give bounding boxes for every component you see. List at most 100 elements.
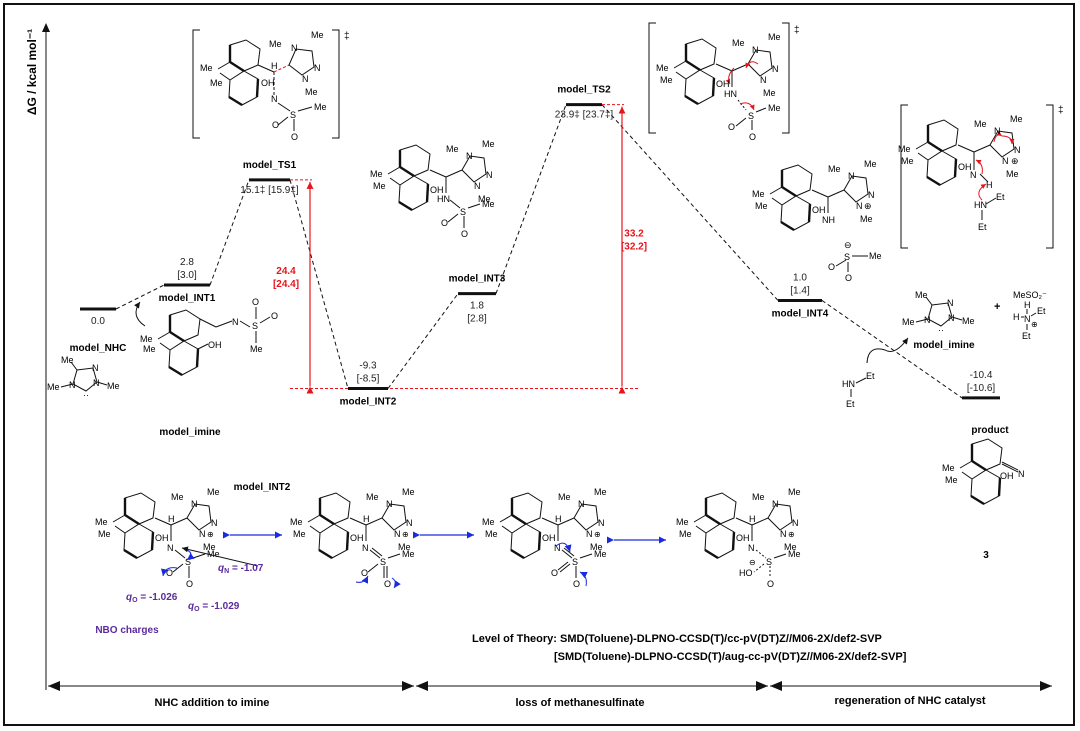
barrier-value: 24.4 (276, 266, 296, 277)
atom-label: Me (915, 290, 928, 300)
atom-label: N (191, 499, 198, 509)
ts2-structure: ‡ Me Me OH HN S Me O O Me (648, 22, 800, 142)
atom-label: N (474, 181, 481, 191)
atom-label: O (749, 132, 756, 142)
energy-value-alt: [1.4] (790, 285, 810, 296)
profile-connector (821, 300, 963, 399)
atom-label: OH (261, 78, 275, 88)
atom-label: H (555, 514, 562, 524)
atom-label: S (185, 557, 191, 567)
atom-label: Me (314, 102, 327, 112)
state-label: model_INT3 (449, 274, 506, 285)
atom-label: Me (140, 334, 153, 344)
atom-label: Me (594, 487, 607, 497)
atom-label: N (772, 64, 779, 74)
atom-label: OH (958, 162, 972, 172)
atom-label: N (586, 529, 593, 539)
state-label: model_TS2 (557, 85, 611, 96)
energy-value: -10.4 (970, 370, 993, 381)
atom-label: N (848, 171, 855, 181)
svg-text:⊕: ⊕ (594, 530, 601, 539)
atom-label: O (441, 218, 448, 228)
atom-label: N (578, 499, 585, 509)
atom-label: Me (869, 251, 882, 261)
atom-label: S (290, 110, 296, 120)
energy-value-alt: [3.0] (177, 270, 197, 281)
atom-label: N (947, 298, 954, 308)
stage-label-loss-methanesulfinate: loss of methanesulfinate (516, 697, 645, 709)
atom-label: N (748, 543, 755, 553)
atom-label: Me (95, 517, 108, 527)
atom-label: OH (542, 533, 556, 543)
state-label: model_INT2 (340, 397, 397, 408)
atom-label: HN (974, 200, 987, 210)
stage-axis (48, 681, 1052, 691)
atom-label: Me (398, 542, 411, 552)
atom-label: Me (860, 214, 873, 224)
atom-label: OH (350, 533, 364, 543)
atom-label: O (461, 229, 468, 239)
profile-connector (289, 179, 349, 389)
atom-label: N (948, 313, 955, 323)
atom-label: N (856, 201, 863, 211)
energy-value-alt: [-8.5] (357, 374, 380, 385)
atom-label: Me (98, 529, 111, 539)
atom-label: H (1024, 300, 1031, 310)
atom-label: Me (763, 88, 776, 98)
atom-label: O (728, 122, 735, 132)
atom-label: O (272, 120, 279, 130)
svg-text:⊖: ⊖ (749, 558, 756, 567)
svg-text:··: ·· (938, 325, 944, 335)
atom-label: Me (311, 30, 324, 40)
atom-label: S (252, 321, 258, 331)
atom-label: Me (290, 517, 303, 527)
atom-label: NH (822, 215, 835, 225)
atom-label: N (302, 74, 309, 84)
energy-value-alt: [2.8] (467, 314, 487, 325)
atom-label: N (386, 499, 393, 509)
nhc-structure: Me N N N Me Me ·· (47, 355, 120, 400)
atom-label: H (986, 180, 993, 190)
atom-label: Me (898, 144, 911, 154)
atom-label: Me (590, 542, 603, 552)
atom-label: Me (305, 87, 318, 97)
profile-connector (601, 104, 779, 301)
atom-label: Me (200, 63, 213, 73)
atom-label: N (752, 45, 759, 55)
atom-label: S (572, 557, 578, 567)
resonance-structure-3: Me Me OH H N S Me O O Me N Me N N ⊕ Me (482, 487, 607, 589)
barrier-arrows: 24.4[24.4]33.2[32.2] (273, 104, 647, 394)
energy-value-alt: [-10.6] (967, 383, 996, 394)
ts3-dagger: ‡ (1058, 105, 1064, 116)
ts1-structure: ‡ Me Me OH H N S Me O O Me N M (192, 29, 350, 142)
atom-label: O (573, 579, 580, 589)
atom-label: Et (1037, 306, 1046, 316)
atom-label: Me (1006, 169, 1019, 179)
atom-label: N (271, 94, 278, 104)
atom-label: Me (974, 119, 987, 129)
atom-label: O (252, 297, 259, 307)
atom-label: Et (996, 192, 1005, 202)
atom-label: N (199, 529, 206, 539)
atom-label: HO (739, 568, 753, 578)
atom-label: Me (210, 78, 223, 88)
barrier-value-alt: [32.2] (621, 242, 647, 253)
resonance-structure-2: Me Me OH H N S Me O O Me N Me N N ⊕ Me (290, 487, 415, 589)
atom-label: Et (846, 399, 855, 409)
diethylamine-structure: HN Et Et (842, 371, 875, 409)
state-label: model_INT1 (159, 293, 216, 304)
plus-sign: + (994, 301, 1000, 313)
atom-label: Me (768, 32, 781, 42)
atom-label: Me (864, 159, 877, 169)
atom-label: O (186, 579, 193, 589)
resonance-structure-4: Me Me OH H N S Me HO ⊖ O Me N Me N N ⊕ M… (676, 487, 801, 589)
stage-label-regeneration: regeneration of NHC catalyst (835, 695, 986, 707)
profile-connector (495, 104, 567, 294)
atom-label: O (291, 132, 298, 142)
atom-label: Me (732, 38, 745, 48)
atom-label: Me (901, 156, 914, 166)
profile-connector (209, 179, 250, 286)
atom-label: Me (47, 382, 60, 392)
svg-text:⊕: ⊕ (1031, 320, 1038, 329)
figure-frame (3, 3, 1075, 726)
